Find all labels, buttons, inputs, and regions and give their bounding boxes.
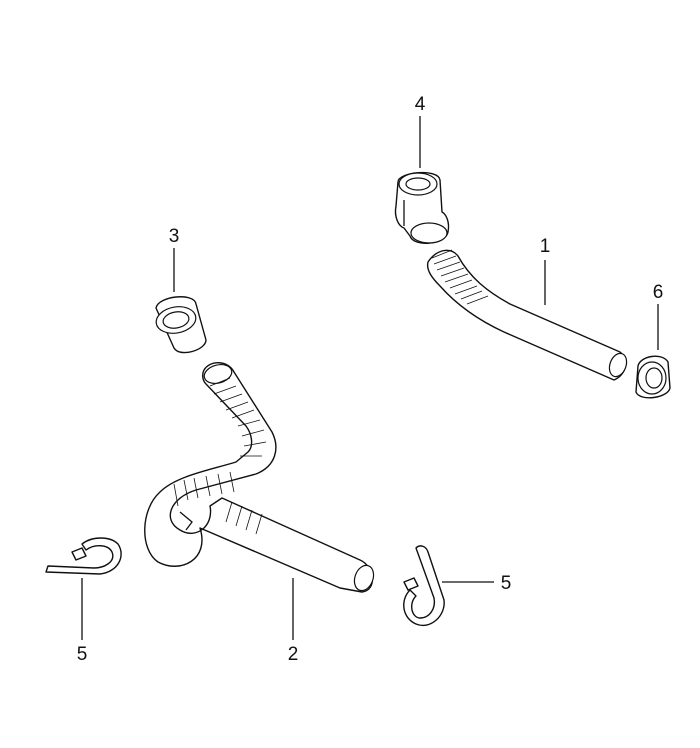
cable-tie-left[interactable] (45, 537, 122, 575)
callout-4: 4 (415, 94, 426, 115)
tee-fitting-part-4[interactable] (394, 172, 450, 244)
sleeve-part-3[interactable] (154, 296, 207, 354)
callout-1: 1 (540, 236, 551, 257)
callout-5-left: 5 (77, 644, 88, 665)
cable-tie-right[interactable] (403, 545, 445, 627)
callout-6: 6 (653, 282, 664, 303)
ring-part-6[interactable] (635, 355, 671, 399)
callout-3: 3 (169, 226, 180, 247)
callout-5-right: 5 (501, 573, 512, 594)
hose-part-1[interactable] (426, 249, 630, 381)
callout-2: 2 (288, 644, 299, 665)
hose-part-2[interactable] (144, 362, 377, 594)
